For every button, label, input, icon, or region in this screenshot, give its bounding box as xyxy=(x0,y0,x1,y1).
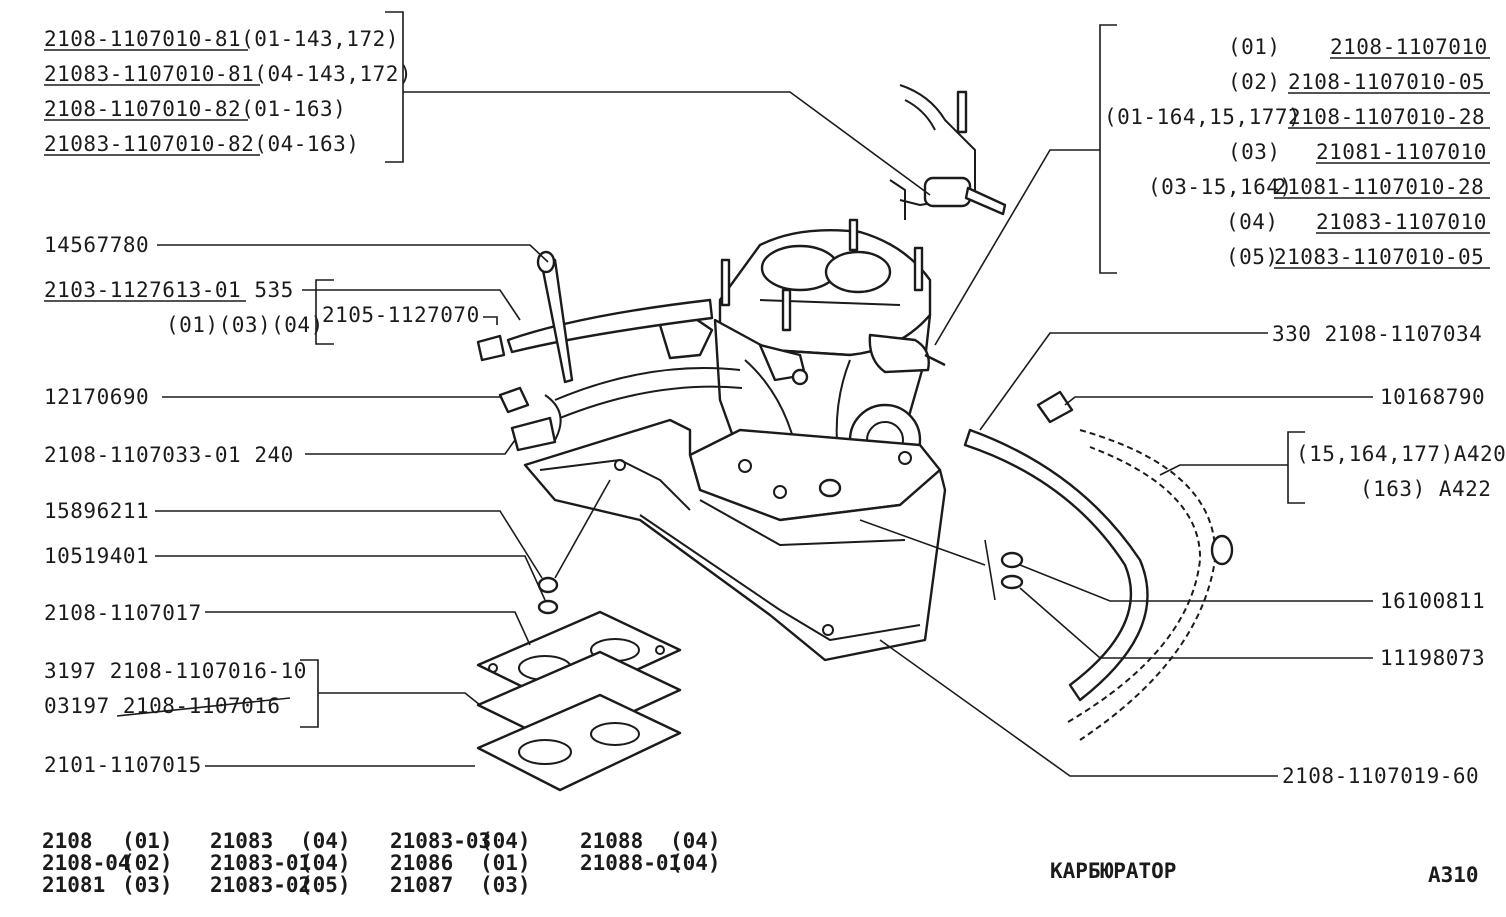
legend-model: 21083-03 xyxy=(390,829,491,853)
label-code: 10519401 xyxy=(44,544,149,568)
label-code: 3197 2108-1107016-10 xyxy=(44,659,307,683)
legend-code: (04) xyxy=(300,851,351,875)
variant-code: (05) xyxy=(1226,245,1279,269)
legend-model: 21083-01 xyxy=(210,851,311,875)
legend-model: 2108-04 xyxy=(42,851,131,875)
part-code: 2108-1107010 xyxy=(1330,35,1488,59)
part-code: 21081-1107010-28 xyxy=(1274,175,1484,199)
part-code: 2108-1107010-28 xyxy=(1288,105,1485,129)
part-code: 11198073 xyxy=(1380,646,1485,670)
label-code: 2103-1127613-01 535 xyxy=(44,278,294,302)
labels-right: (01) 2108-1107010 (02) 2108-1107010-05 (… xyxy=(1104,35,1490,269)
label-code: 2101-1107015 xyxy=(44,753,202,777)
legend-code: (04) xyxy=(480,829,531,853)
hose-right xyxy=(963,390,1234,741)
label-code: 21083-1107010-82(04-163) xyxy=(44,132,359,156)
label-code: 14567780 xyxy=(44,233,149,257)
variant-code: (02) xyxy=(1228,70,1281,94)
carburetor-body xyxy=(658,218,946,522)
legend-model: 21086 xyxy=(390,851,453,875)
part-code: 16100811 xyxy=(1380,589,1485,613)
legend-code: (03) xyxy=(480,873,531,897)
part-code: 10168790 xyxy=(1380,385,1485,409)
label-code: 2105-1127070 xyxy=(322,303,480,327)
legend-code: (02) xyxy=(122,851,173,875)
part-code: 21081-1107010 xyxy=(1316,140,1487,164)
gaskets-stack xyxy=(476,576,682,792)
label-code: 2108-1107033-01 240 xyxy=(44,443,294,467)
legend-model: 21083-02 xyxy=(210,873,311,897)
label-code: 2108-1107010-82(01-163) xyxy=(44,97,346,121)
label-code: 03197 2108-1107016 xyxy=(44,694,281,718)
parts-drawing xyxy=(476,84,1234,792)
variant-code: (01-164,15,177) xyxy=(1104,105,1301,129)
legend-code: (03) xyxy=(122,873,173,897)
variant-code: (03) xyxy=(1228,140,1281,164)
legend-model: 2108 xyxy=(42,829,93,853)
leader-lines xyxy=(116,11,1373,777)
part-code: (15,164,177)A420 xyxy=(1296,442,1506,466)
page-code: А310 xyxy=(1428,863,1479,887)
legend-code: (04) xyxy=(670,851,721,875)
variant-code: (04) xyxy=(1226,210,1279,234)
label-code: 21083-1107010-81(04-143,172) xyxy=(44,62,412,86)
upper-component xyxy=(889,84,1007,220)
label-code: 12170690 xyxy=(44,385,149,409)
label-code: 2108-1107010-81(01-143,172) xyxy=(44,27,399,51)
legend-code: (01) xyxy=(480,851,531,875)
diagram-title: КАРБЮРАТОР xyxy=(1050,859,1176,883)
labels-right-plain: 330 2108-1107034 10168790 (15,164,177)A4… xyxy=(1272,322,1506,788)
legend-model: 21087 xyxy=(390,873,453,897)
labels-left: 2108-1107010-81(01-143,172) 21083-110701… xyxy=(44,27,480,777)
model-legend: 2108 (01) 2108-04 (02) 21081 (03) 21083 … xyxy=(42,829,721,897)
legend-model: 21088 xyxy=(580,829,643,853)
legend-model: 21083 xyxy=(210,829,273,853)
part-code: (163) A422 xyxy=(1360,477,1491,501)
legend-code: (05) xyxy=(300,873,351,897)
hose-left xyxy=(476,250,743,452)
part-code: 21083-1107010 xyxy=(1316,210,1487,234)
label-code: 15896211 xyxy=(44,499,149,523)
part-code: 2108-1107010-05 xyxy=(1288,70,1485,94)
part-code: 330 2108-1107034 xyxy=(1272,322,1482,346)
label-code: (01)(03)(04) xyxy=(166,313,324,337)
legend-code: (04) xyxy=(300,829,351,853)
variant-code: (01) xyxy=(1228,35,1281,59)
legend-code: (04) xyxy=(670,829,721,853)
part-code: 2108-1107019-60 xyxy=(1282,764,1479,788)
legend-model: 21088-01 xyxy=(580,851,681,875)
heat-shield xyxy=(523,418,947,662)
label-code: 2108-1107017 xyxy=(44,601,202,625)
variant-code: (03-15,164) xyxy=(1148,175,1293,199)
legend-code: (01) xyxy=(122,829,173,853)
legend-model: 21081 xyxy=(42,873,105,897)
part-code: 21083-1107010-05 xyxy=(1274,245,1484,269)
